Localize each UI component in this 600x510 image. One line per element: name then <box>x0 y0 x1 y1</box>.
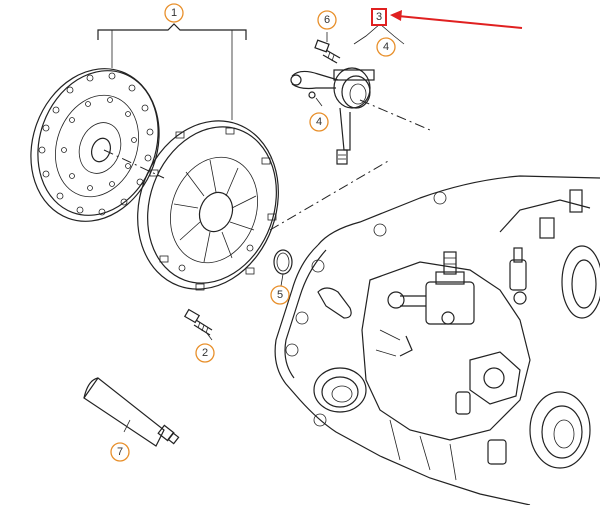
callout-5-label: 5 <box>277 289 283 301</box>
clutch-plate <box>30 68 160 222</box>
callout-7-label: 7 <box>117 446 123 458</box>
callout-4-bearing-label: 4 <box>316 116 322 128</box>
callout-2-label: 2 <box>202 347 208 359</box>
bolt-6 <box>314 39 341 64</box>
bolt-2 <box>183 308 213 336</box>
callout-2: 2 <box>195 343 215 363</box>
callout-4-bearing: 4 <box>309 112 329 132</box>
grease-tube <box>83 377 180 447</box>
leader-lines <box>97 23 431 433</box>
callout-3-label: 3 <box>376 11 382 23</box>
callout-6: 6 <box>317 10 337 30</box>
callout-1: 1 <box>164 3 184 23</box>
callout-4-top: 4 <box>376 37 396 57</box>
callout-5: 5 <box>270 285 290 305</box>
callout-1-label: 1 <box>171 7 177 19</box>
release-bearing <box>290 67 375 165</box>
seal-ring-5 <box>273 249 293 275</box>
callout-4-top-label: 4 <box>383 41 389 53</box>
highlight-box <box>371 8 387 26</box>
callout-7: 7 <box>110 442 130 462</box>
callout-3: 3 <box>371 8 387 26</box>
gearbox-housing <box>274 175 600 506</box>
callout-6-label: 6 <box>324 14 330 26</box>
pressure-plate <box>137 120 279 291</box>
red-arrow <box>390 10 523 29</box>
